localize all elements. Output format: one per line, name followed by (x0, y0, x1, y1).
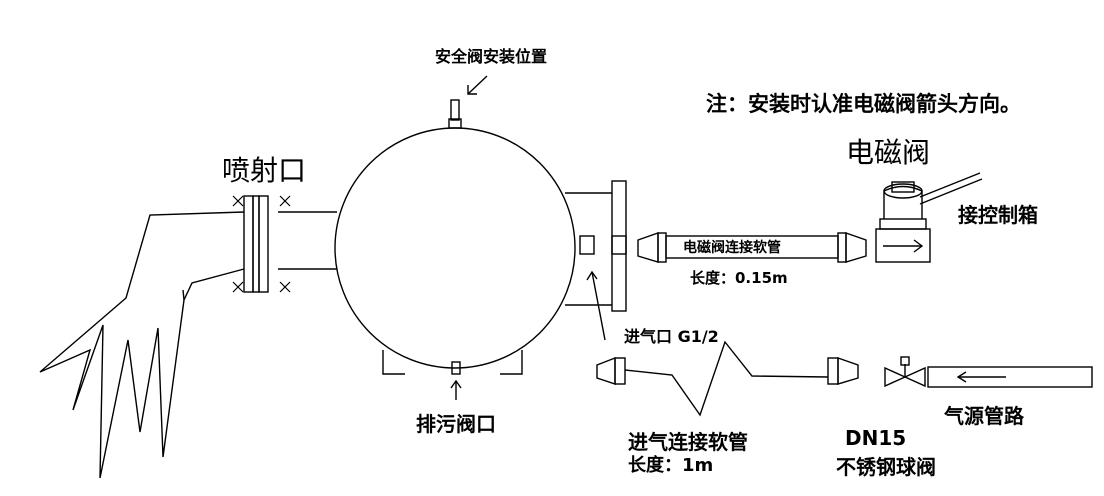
ball-valve (884, 356, 926, 388)
nozzle-label: 喷射口 (222, 154, 307, 187)
solenoid-valve-label: 电磁阀 (846, 136, 931, 169)
drain-valve-label: 排污阀口 (416, 412, 496, 436)
outlet-pipe-left (232, 195, 337, 293)
inlet-hose (596, 340, 859, 417)
nozzle-spray (39, 211, 245, 479)
inlet-hose-label: 进气连接软管 (628, 430, 748, 454)
solenoid-hose-label: 电磁阀连接软管 (683, 240, 781, 256)
inlet-pointer (586, 270, 606, 341)
drain-pointer (450, 379, 462, 400)
solenoid-hose (637, 232, 867, 263)
note-label: 注：安装时认准电磁阀箭头方向。 (706, 92, 1021, 116)
inlet-label: 进气口 G1/2 (624, 327, 719, 346)
safety-valve-pointer (467, 75, 488, 95)
control-box-label: 接控制箱 (958, 203, 1038, 227)
air-pipe-label: 气源管路 (944, 404, 1024, 428)
outlet-pipe-right (565, 180, 627, 312)
solenoid-valve (875, 172, 983, 263)
safety-valve-label: 安全阀安装位置 (435, 47, 548, 66)
air-source-pipe (927, 366, 1093, 388)
ball-valve-size: DN15 (845, 426, 907, 450)
ball-valve-label: 不锈钢球阀 (836, 455, 936, 479)
tank (334, 99, 576, 375)
inlet-hose-length: 长度：1m (628, 455, 714, 476)
solenoid-hose-length: 长度：0.15m (690, 269, 788, 287)
